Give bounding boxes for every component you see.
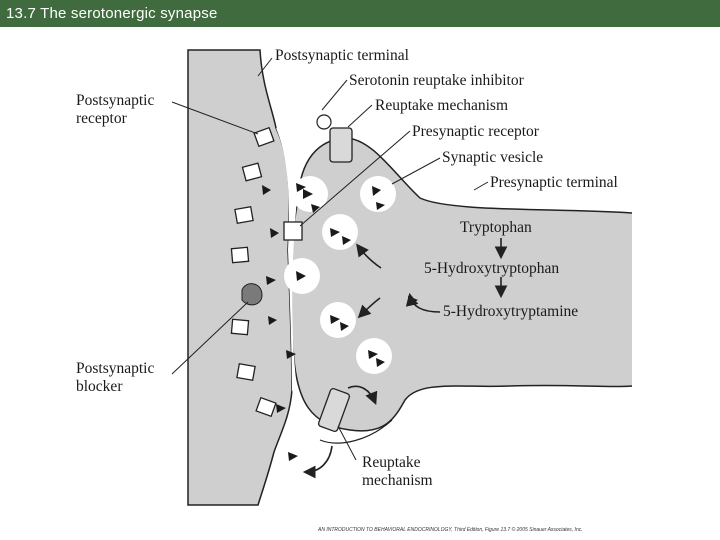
pathway-step-tryptophan: Tryptophan: [460, 219, 532, 236]
label-postsynaptic-receptor-line1: Postsynaptic: [76, 92, 154, 109]
receptor: [234, 205, 254, 225]
label-presynaptic-terminal: Presynaptic terminal: [490, 174, 618, 191]
label-serotonin-reuptake-inhibitor: Serotonin reuptake inhibitor: [349, 72, 525, 89]
label-postsynaptic-terminal: Postsynaptic terminal: [275, 47, 409, 64]
receptor: [230, 246, 250, 264]
label-postsynaptic-receptor-line2: receptor: [76, 110, 128, 127]
receptor: [253, 126, 275, 148]
label-reuptake-mechanism-bottom-line2: mechanism: [362, 472, 433, 489]
presynaptic-membrane-edge: [319, 419, 393, 444]
synaptic-cleft: [276, 128, 330, 470]
pathway-step-5-hydroxytryptophan: 5-Hydroxytryptophan: [424, 260, 559, 277]
vesicle: [360, 176, 396, 212]
serotonin-molecules: [262, 183, 418, 461]
title-bar: 13.7 The serotonergic synapse: [0, 0, 720, 27]
receptor: [236, 362, 256, 382]
label-postsynaptic-blocker-line2: blocker: [76, 378, 123, 395]
receptor: [241, 162, 263, 182]
label-reuptake-mechanism-top: Reuptake mechanism: [375, 97, 508, 114]
reuptake-transporter-top: [316, 114, 353, 163]
reuptake-transporter-bottom: [317, 387, 351, 433]
label-postsynaptic-blocker-line1: Postsynaptic: [76, 360, 154, 377]
postsynaptic-receptors: [230, 126, 277, 418]
figure-credit: AN INTRODUCTION TO BEHAVIORAL ENDOCRINOL…: [317, 526, 583, 533]
pathway-arrows: [302, 238, 508, 479]
postsynaptic-terminal: [187, 49, 293, 506]
label-synaptic-vesicle: Synaptic vesicle: [442, 149, 543, 166]
leader-lines: [171, 57, 489, 461]
label-presynaptic-receptor: Presynaptic receptor: [412, 123, 540, 140]
receptor: [230, 318, 250, 336]
pathway-step-5-hydroxytryptamine: 5-Hydroxytryptamine: [443, 303, 578, 320]
presynaptic-receptor: [283, 221, 303, 241]
slide-title: 13.7 The serotonergic synapse: [6, 5, 218, 22]
postsynaptic-blocker-shape: [241, 283, 263, 306]
receptor: [255, 396, 277, 418]
label-reuptake-mechanism-bottom-line1: Reuptake: [362, 454, 421, 471]
